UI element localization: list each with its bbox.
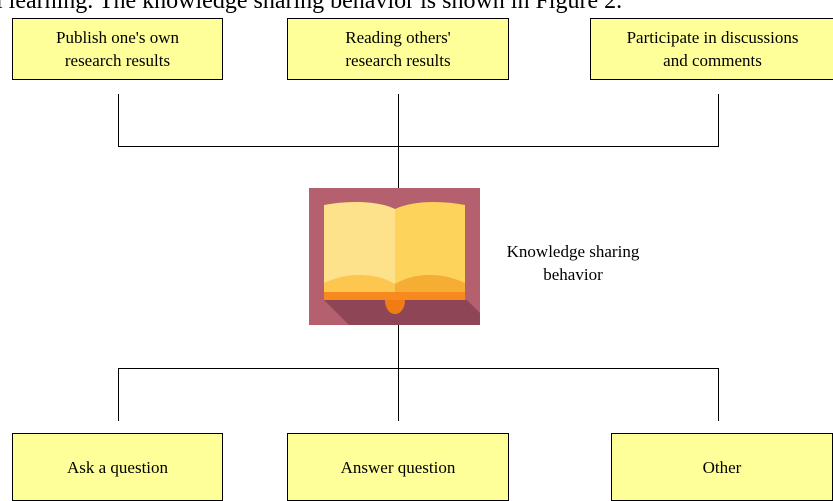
connector-top-bar bbox=[118, 146, 719, 147]
book-right-page bbox=[395, 201, 465, 284]
node-answer-question: Answer question bbox=[287, 433, 509, 501]
connector-bottom-center bbox=[398, 325, 399, 421]
book-spine-bar bbox=[324, 292, 465, 300]
node-reading-others-results: Reading others' research results bbox=[287, 18, 509, 80]
node-ask-question: Ask a question bbox=[12, 433, 223, 501]
connector-bottom-bar bbox=[118, 368, 719, 369]
book-lower-right bbox=[395, 274, 465, 292]
node-participate-discussions: Participate in discussions and comments bbox=[590, 18, 833, 80]
connector-top-right bbox=[718, 94, 719, 146]
node-publish-own-results: Publish one's own research results bbox=[12, 18, 223, 80]
connector-bottom-right bbox=[718, 368, 719, 421]
book-bookmark bbox=[385, 300, 405, 314]
connector-top-left bbox=[118, 94, 119, 146]
connector-top-center bbox=[398, 94, 399, 189]
icon-long-shadow bbox=[324, 300, 480, 325]
connector-bottom-left bbox=[118, 368, 119, 421]
open-book-icon bbox=[309, 188, 480, 325]
node-other: Other bbox=[611, 433, 833, 501]
book-left-page bbox=[324, 201, 395, 284]
caption-text: l learning. The knowledge sharing behavi… bbox=[0, 0, 623, 14]
book-lower-left bbox=[324, 274, 395, 292]
center-label: Knowledge sharing behavior bbox=[506, 242, 640, 284]
